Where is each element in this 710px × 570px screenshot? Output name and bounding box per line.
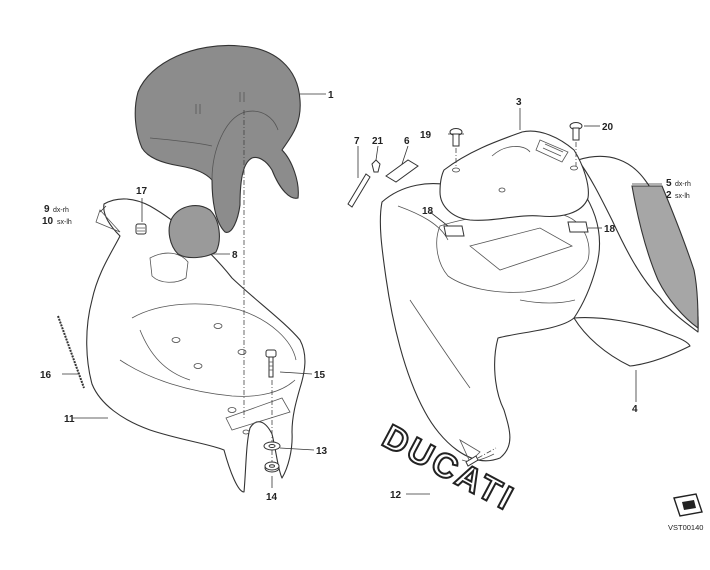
callout-4: 4 [632,404,638,415]
bolt-part-right [569,122,583,141]
callout-11: 11 [64,414,75,425]
callout-17: 17 [136,186,148,197]
fairing-body-part [379,183,691,463]
callout-15: 15 [314,370,326,381]
side-panel-part [577,155,699,333]
nut-part [264,461,280,473]
front-fairing-part [86,198,306,493]
mirror-cover-part [168,205,220,259]
washer-part [263,441,281,451]
callout-10-side: sx-lh [57,219,72,226]
callout-10: 10 [42,216,54,227]
clip-part-left [443,225,465,237]
callout-5-side: dx-rh [675,181,691,188]
screw-part [265,349,277,378]
callout-19: 19 [420,130,432,141]
bolt-part-left [449,128,463,147]
grommet-part [135,223,147,235]
callout-16: 16 [40,370,52,381]
callout-7: 7 [354,136,360,147]
clip-part-right [567,221,589,233]
top-cover-part [439,130,589,221]
callout-21: 21 [372,136,384,147]
callout-3: 3 [516,97,522,108]
windscreen-part [134,44,301,233]
callout-5: 5 [666,178,672,189]
leader-lines [62,93,662,495]
callout-20: 20 [602,122,614,133]
callout-6: 6 [404,136,410,147]
drawing-code: VST00140 [668,523,703,532]
callout-9: 9 [44,204,50,215]
trim-strip-part [57,315,85,389]
small-bracket-part [385,159,419,183]
callout-8: 8 [232,250,238,261]
callout-12: 12 [390,490,402,501]
callout-9-side: dx-rh [53,207,69,214]
callout-2: 2 [666,190,672,201]
stamp-icon [673,493,703,517]
callout-2-side: sx-lh [675,193,690,200]
callout-18-left: 18 [422,206,434,217]
callout-1: 1 [328,90,334,101]
small-screw-part [371,159,381,173]
rubber-strip-part [347,173,371,208]
callout-18-right: 18 [604,224,616,235]
callout-13: 13 [316,446,328,457]
callout-14: 14 [266,492,278,503]
